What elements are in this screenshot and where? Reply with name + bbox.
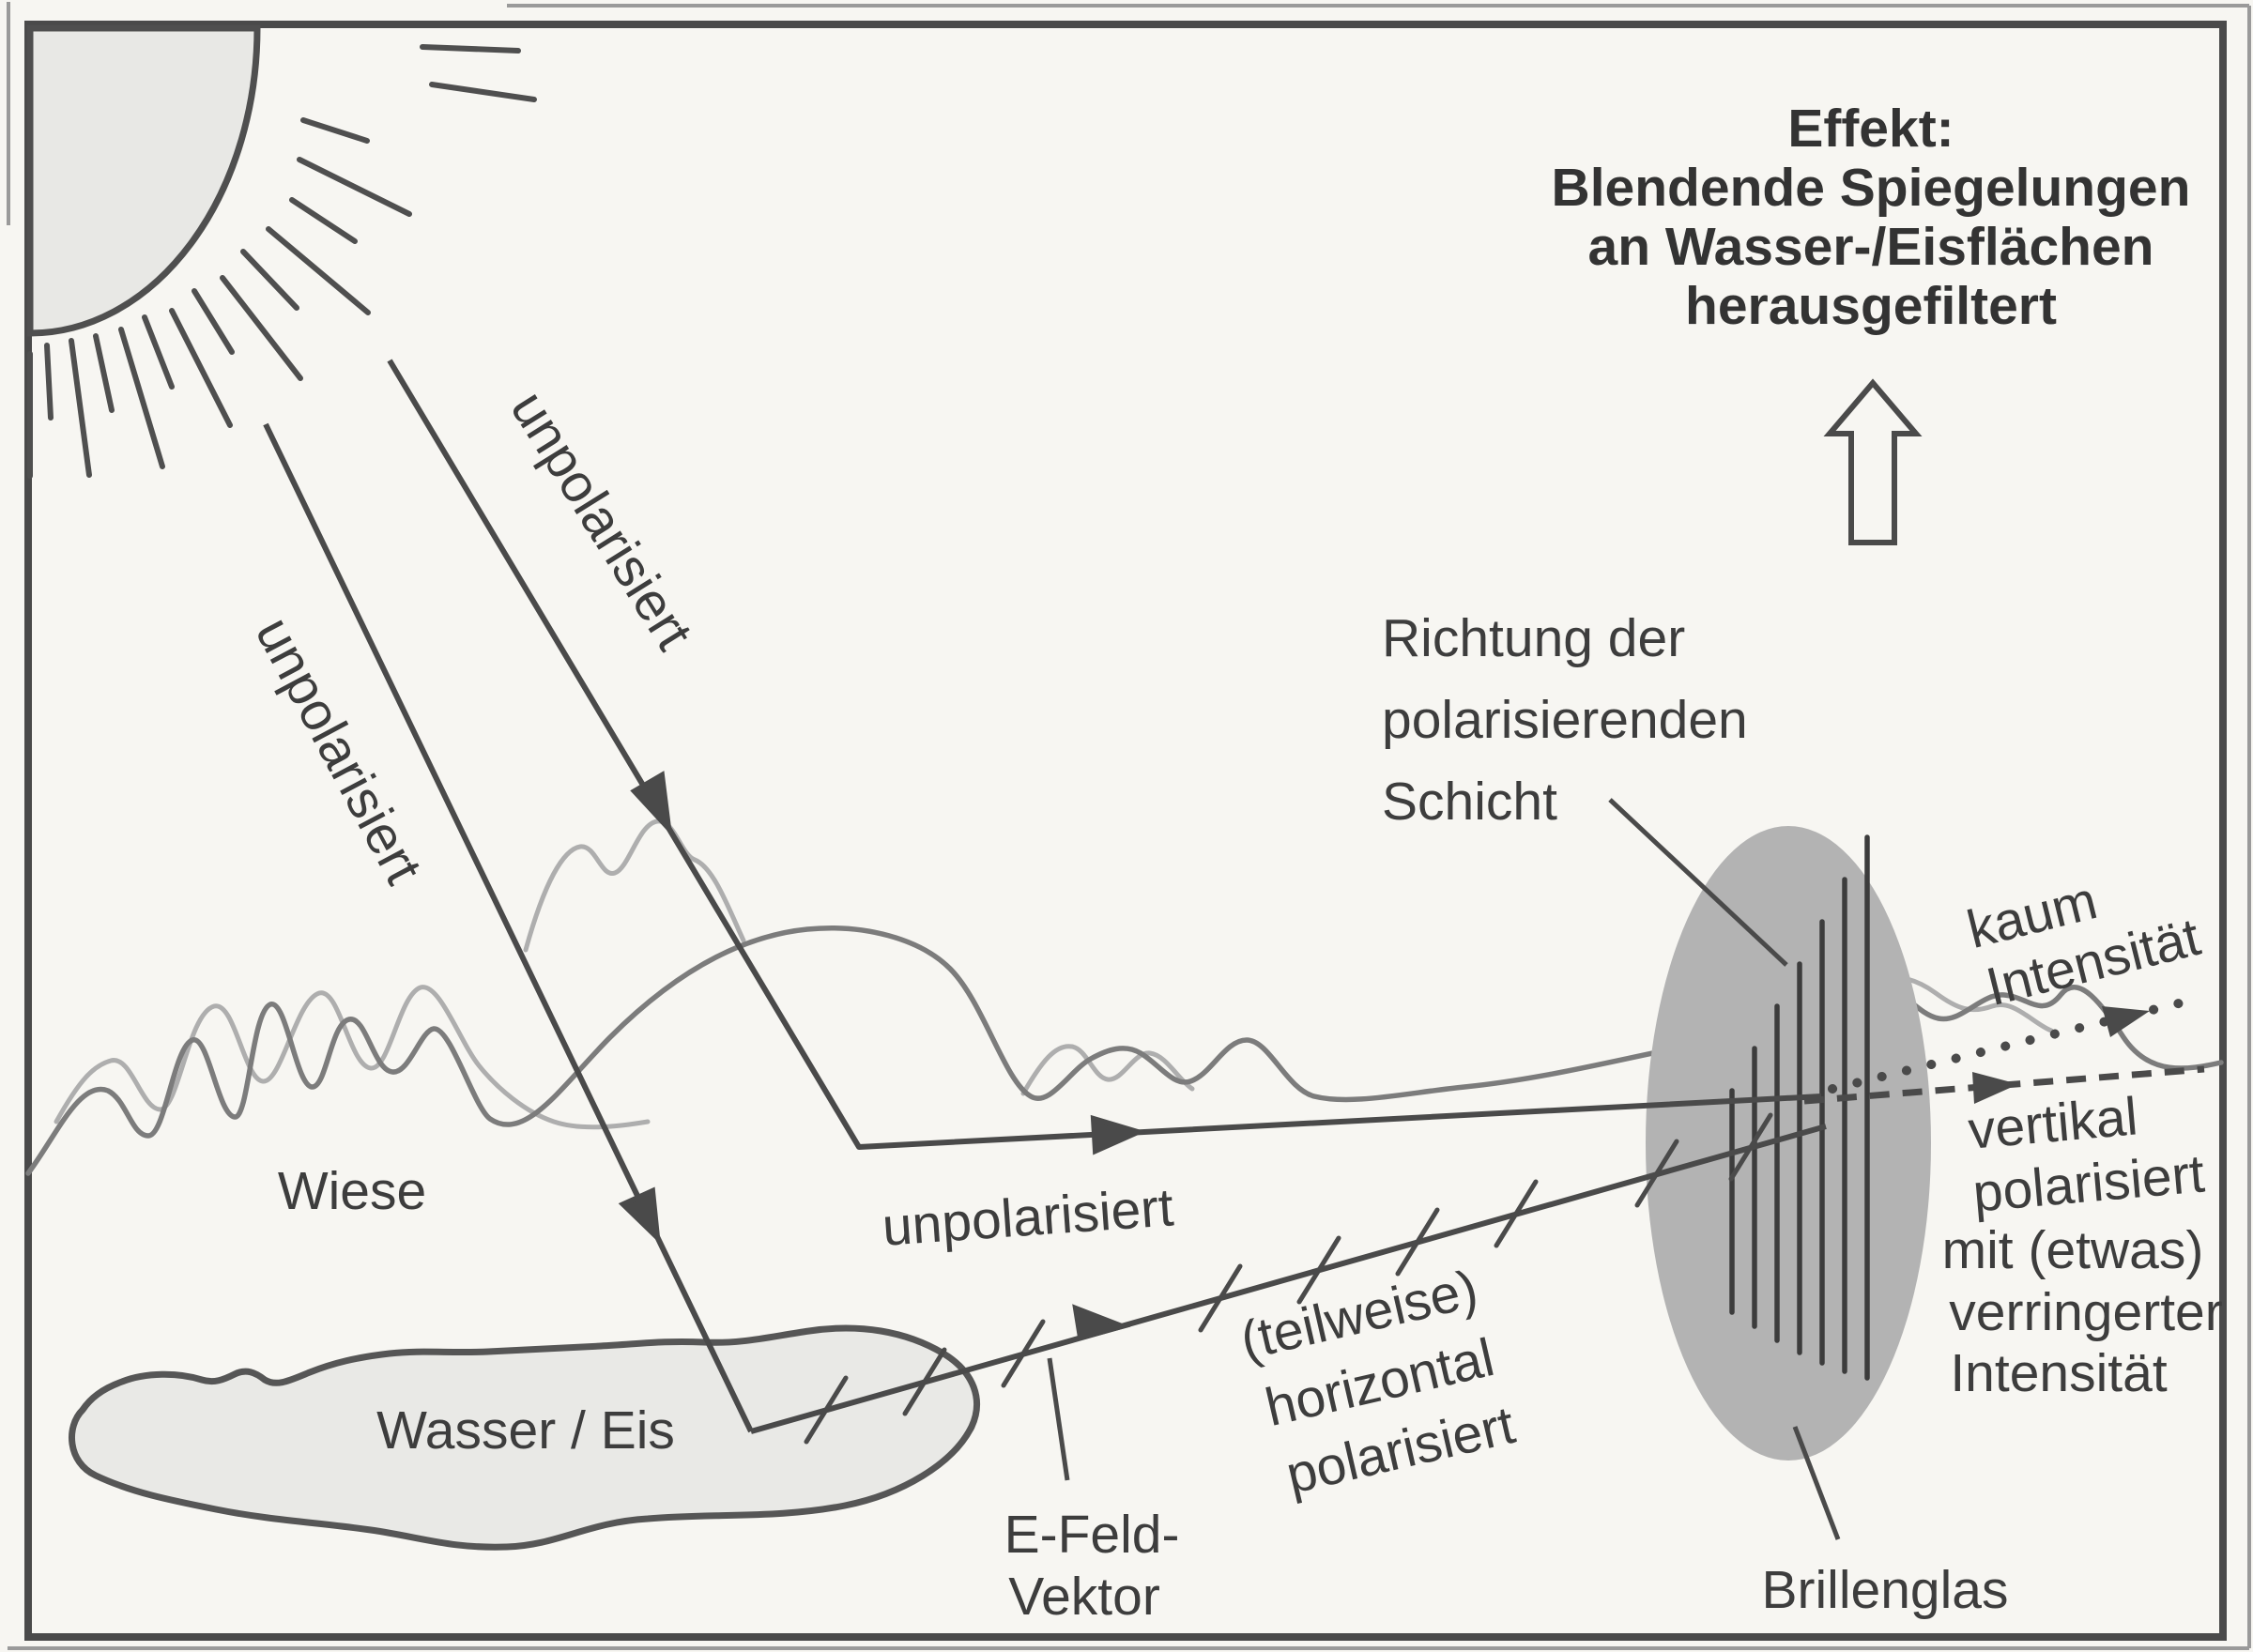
vertikal-label-line4: verringerter xyxy=(1949,1282,2223,1343)
dotted-ray-kaum xyxy=(1828,998,2187,1094)
arrowhead xyxy=(630,771,673,836)
sun-icon xyxy=(26,24,537,479)
efeld-label-line1: E-Feld- xyxy=(1004,1505,1180,1566)
dashed-ray-vertikal xyxy=(1803,1065,2205,1105)
arrowhead xyxy=(2102,1006,2150,1037)
richtung-pointer-line xyxy=(1608,798,1788,967)
vertikal-label-line5: Intensität xyxy=(1950,1343,2168,1404)
effekt-title-line3: an Wasser-/Eisflächen xyxy=(1587,217,2154,278)
richtung-label-line1: Richtung der xyxy=(1382,608,1686,669)
e-field-hatches xyxy=(804,1112,1773,1445)
arrowhead xyxy=(1090,1114,1146,1155)
brillenglas-pointer-line xyxy=(1792,1426,1841,1540)
richtung-label-line3: Schicht xyxy=(1382,772,1557,833)
light-ray-a xyxy=(387,359,1822,1155)
lens-ellipse xyxy=(1646,826,1931,1461)
brillenglas-label: Brillenglas xyxy=(1761,1560,2009,1621)
effekt-title-line1: Effekt: xyxy=(1787,99,1954,160)
arrowhead xyxy=(1972,1072,2018,1104)
arrowhead xyxy=(1072,1304,1131,1341)
wasser-eis-label: Wasser / Eis xyxy=(376,1400,675,1461)
sun-rays xyxy=(27,44,537,479)
effekt-title-line4: herausgefiltert xyxy=(1685,276,2057,337)
water-shape xyxy=(69,1324,980,1551)
efeld-label-line2: Vektor xyxy=(1008,1567,1160,1628)
arrowhead xyxy=(618,1186,661,1245)
richtung-label-line2: polarisierenden xyxy=(1382,690,1748,751)
effekt-title-line2: Blendende Spiegelungen xyxy=(1551,158,2191,219)
wiese-label: Wiese xyxy=(277,1161,427,1222)
polarizer-direction-lines xyxy=(1729,834,1870,1381)
vertikal-label-line3: mit (etwas) xyxy=(1941,1220,2204,1281)
efeld-pointer-line xyxy=(1047,1357,1070,1481)
arrow-up-icon xyxy=(1823,378,1923,545)
light-ray-b xyxy=(263,422,754,1433)
frame-border xyxy=(24,21,2227,1641)
reflected-ray xyxy=(750,1112,1827,1445)
page-edge-lines xyxy=(7,2,2251,1650)
